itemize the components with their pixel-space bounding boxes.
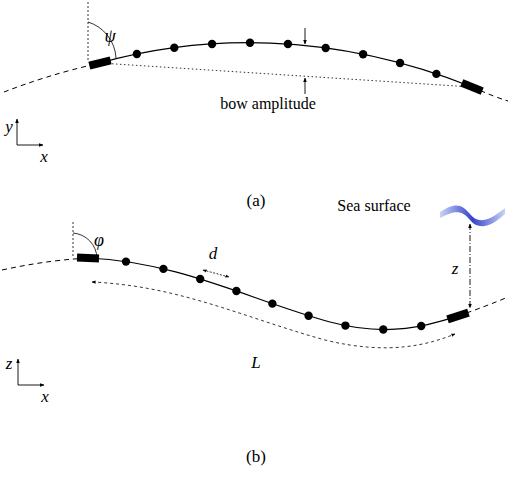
amplitude-arrow [305,78,306,94]
angle-arc [88,22,116,58]
hydrophone-dot [432,70,440,78]
figure-label: y [5,118,13,135]
figure-label: L [251,354,260,371]
sea-surface [440,205,505,226]
streamer-cable [100,43,472,87]
hydrophone-dot [208,40,216,48]
depth-arrow [470,224,471,308]
hydrophone-dot [196,275,204,283]
streamer-extension [2,258,88,270]
hydrophone-dot [170,44,178,52]
figure-label: (b) [246,448,266,465]
bird-device [446,309,469,323]
hydrophone-dot [304,311,312,319]
chord-line [100,63,472,87]
hydrophone-dot [359,50,367,58]
side-view [2,205,508,385]
axis-arrow [18,385,44,386]
hydrophone-dot [133,50,141,58]
hydrophone-dot [284,40,292,48]
hydrophone-dot [341,321,349,329]
hydrophone-dot [396,59,404,67]
figure-label: d [209,245,218,262]
figure-label: x [40,148,48,165]
axis-arrow [18,359,19,385]
hydrophone-dot [268,299,276,307]
hydrophone-dot [379,325,387,333]
axis-arrow [17,145,43,146]
vertical-reference [88,2,89,60]
streamer-extension [4,63,100,92]
hydrophone-dot [246,39,254,47]
top-view [4,2,508,145]
hydrophone-dot [122,257,130,265]
amplitude-arrow [305,28,306,44]
spacing-arrow [203,270,229,277]
bird-device [88,56,111,69]
bird-device [460,79,483,95]
figure-label: φ [94,231,104,249]
axis-arrow [17,119,18,145]
hydrophone-dot [417,322,425,330]
figure-label: (a) [247,192,266,209]
figure-label: Sea surface [337,198,410,214]
figure-label: ψ [104,27,115,45]
figure-label: z [452,260,459,277]
figure-label: bow amplitude [220,96,316,112]
figure-label: z [6,355,13,372]
bird-device [77,254,99,263]
hydrophone-dot [321,44,329,52]
length-arrow [92,282,455,348]
vertical-reference [73,222,74,256]
hydrophone-dot [159,265,167,273]
streamer-cable [88,258,458,330]
hydrophone-dot [232,287,240,295]
figure-label: x [41,388,49,405]
